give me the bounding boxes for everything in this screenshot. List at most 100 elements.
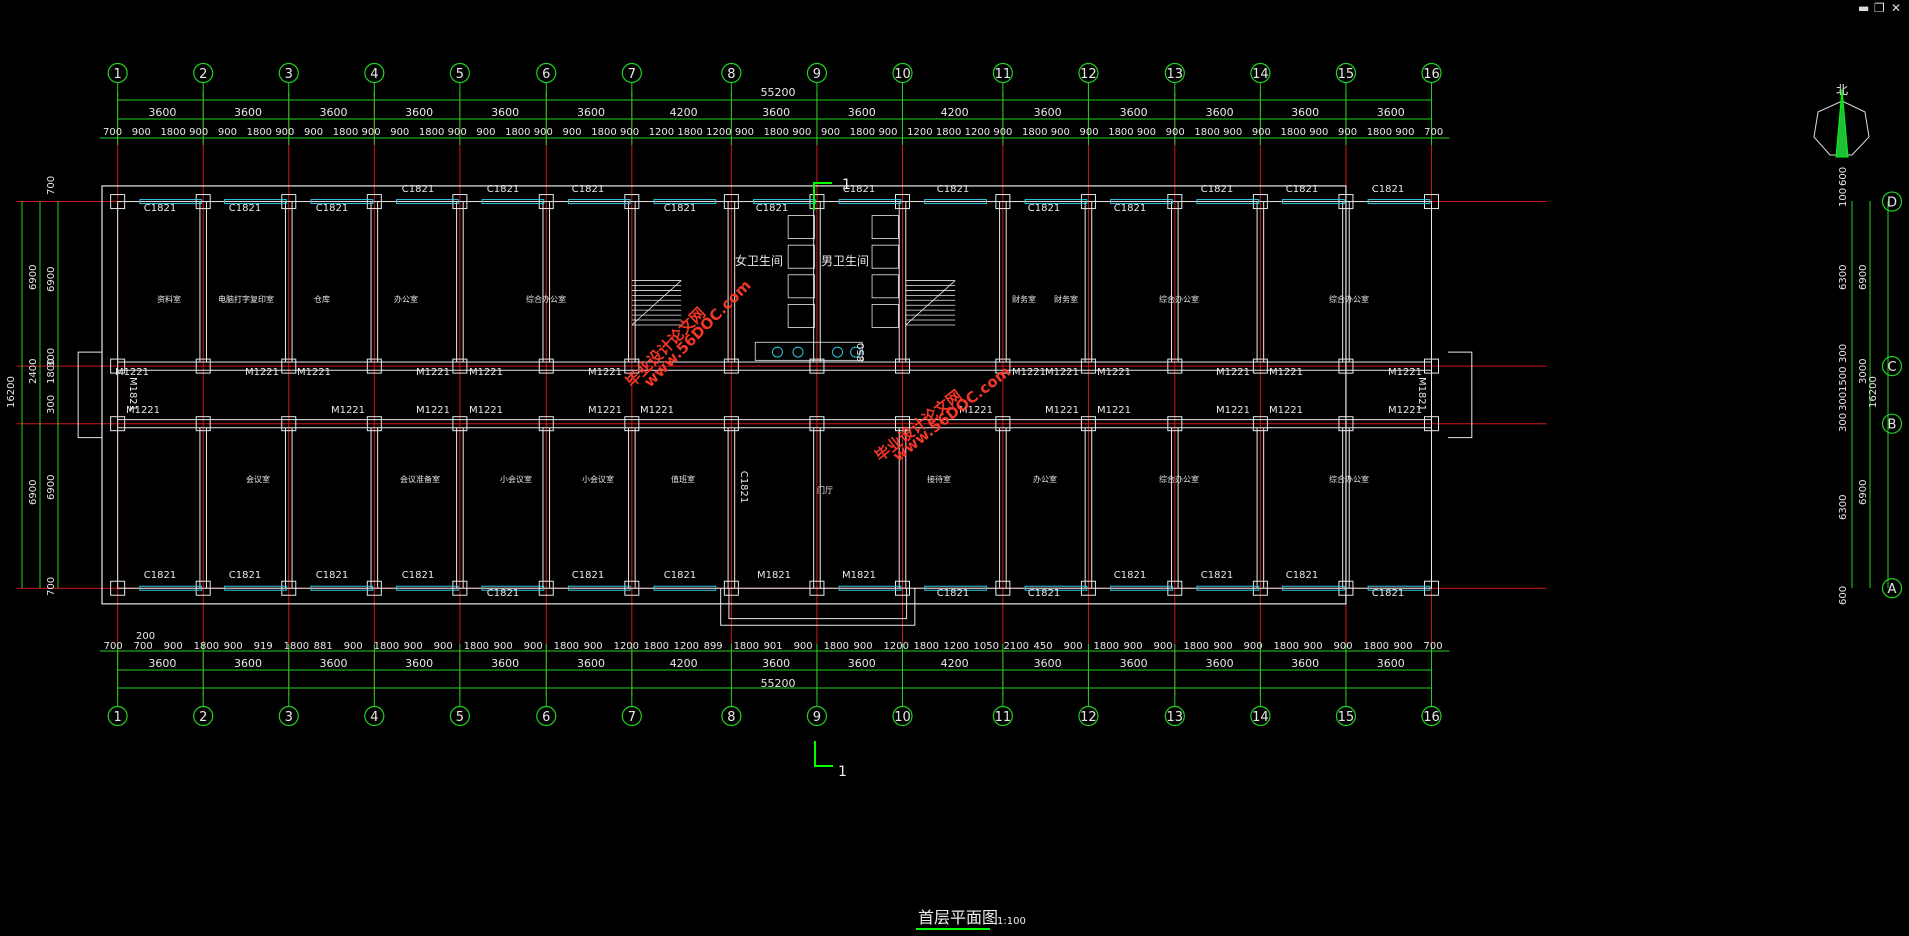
- minimize-button[interactable]: ▬: [1858, 1, 1870, 15]
- door-label: M1221: [1388, 367, 1422, 378]
- axis-bubble-7[interactable]: 7: [621, 694, 642, 727]
- bottom-detail-dim: 700: [1423, 641, 1442, 652]
- axis-bubble-circle: [107, 705, 128, 727]
- axis-bubble-label: 5: [456, 710, 464, 725]
- axis-bubble-6[interactable]: 6: [536, 694, 557, 727]
- bottom-detail-dim: 900: [1334, 641, 1353, 652]
- row-bubble-D[interactable]: D: [1881, 191, 1903, 212]
- bottom-detail-dim: 1050: [974, 641, 999, 652]
- axis-bubble-8[interactable]: 8: [721, 62, 742, 97]
- axis-bubble-circle: [278, 62, 299, 84]
- axis-bubble-11[interactable]: 11: [992, 62, 1013, 97]
- axis-bubble-label: 14: [1252, 710, 1269, 725]
- axis-bubble-10[interactable]: 10: [892, 62, 913, 97]
- section-mark-bottom-label: 1: [838, 764, 847, 780]
- axis-bubble-15[interactable]: 15: [1335, 694, 1357, 727]
- axis-bubble-circle: [1421, 705, 1442, 727]
- toilet-stall-f-2: [787, 274, 815, 299]
- axis-bubble-13[interactable]: 13: [1164, 694, 1185, 727]
- axis-bubble-label: 6: [542, 67, 550, 82]
- room-label: 仓库: [314, 294, 330, 304]
- axis-bubble-3[interactable]: 3: [278, 62, 299, 97]
- top-bay-dim: 3600: [148, 106, 176, 119]
- axis-bubbles[interactable]: 1122334455667788991010111112121313141415…: [107, 62, 1903, 727]
- top-detail-dim: 1800: [505, 127, 530, 138]
- window-label: C1821: [1114, 203, 1146, 214]
- drawing-title: 首层平面图 1:100: [916, 908, 1026, 930]
- window-opening-3: [396, 199, 459, 205]
- top-detail-dim: 900: [476, 127, 495, 138]
- door-label: M1221: [588, 367, 622, 378]
- axis-bubble-16[interactable]: 16: [1421, 62, 1442, 97]
- axis-bubble-9[interactable]: 9: [806, 694, 828, 727]
- axis-bubble-3[interactable]: 3: [278, 694, 299, 727]
- axis-bubble-10[interactable]: 10: [892, 694, 913, 727]
- axis-bubble-1[interactable]: 1: [107, 62, 128, 97]
- row-bubble-A[interactable]: A: [1881, 578, 1903, 599]
- axis-bubble-13[interactable]: 13: [1164, 62, 1185, 97]
- restore-button[interactable]: ❐: [1874, 1, 1885, 15]
- axis-bubble-14[interactable]: 14: [1250, 694, 1271, 727]
- bottom-detail-dim: 1200: [614, 641, 639, 652]
- bottom-detail-dim: 1200: [674, 641, 699, 652]
- bottom-detail-dim: 2100: [1004, 641, 1029, 652]
- axis-bubble-circle: [449, 705, 470, 727]
- room-label: 综合办公室: [1329, 294, 1369, 304]
- bottom-detail-dim: 900: [1064, 641, 1083, 652]
- axis-bubble-16[interactable]: 16: [1421, 694, 1442, 727]
- room-label: 门厅: [817, 485, 833, 495]
- close-button[interactable]: ✕: [1891, 1, 1902, 15]
- top-detail-dim: 700: [1424, 127, 1443, 138]
- top-detail-dim: 1800: [1194, 127, 1219, 138]
- window-opening-26: [1196, 585, 1260, 591]
- axis-bubble-7[interactable]: 7: [621, 62, 642, 97]
- window-opening-12: [1196, 199, 1260, 205]
- axis-bubble-4[interactable]: 4: [364, 694, 385, 727]
- bottom-detail-dim: 900: [1394, 641, 1413, 652]
- bottom-detail-dim: 881: [314, 641, 333, 652]
- bottom-bay-dim: 3600: [762, 657, 790, 670]
- top-bay-dim: 3600: [577, 106, 605, 119]
- bottom-detail-dim: 1800: [1184, 641, 1209, 652]
- axis-bubble-circle: [1250, 62, 1271, 84]
- axis-bubble-5[interactable]: 5: [449, 694, 470, 727]
- axis-bubble-12[interactable]: 12: [1078, 62, 1099, 97]
- axis-bubble-2[interactable]: 2: [193, 62, 214, 97]
- axis-bubble-11[interactable]: 11: [992, 694, 1013, 727]
- top-detail-dim: 1800: [1367, 127, 1392, 138]
- axis-bubble-label: 13: [1167, 710, 1184, 725]
- axis-bubble-15[interactable]: 15: [1335, 62, 1357, 97]
- axis-bubble-4[interactable]: 4: [364, 62, 385, 97]
- window-opening-13: [1282, 199, 1345, 205]
- top-detail-dim: 900: [132, 127, 151, 138]
- row-bubble-C[interactable]: C: [1881, 356, 1903, 377]
- top-detail-dim: 1800: [247, 127, 272, 138]
- room-label: 会议准备室: [400, 474, 440, 484]
- column-15-3: [1423, 580, 1439, 596]
- window-opening-8: [838, 199, 902, 205]
- axis-bubble-label: 1: [114, 710, 122, 725]
- axis-bubble-5[interactable]: 5: [449, 62, 470, 97]
- axis-bubble-1[interactable]: 1: [107, 694, 128, 727]
- axis-bubble-8[interactable]: 8: [721, 694, 742, 727]
- top-detail-dim: 900: [993, 127, 1012, 138]
- top-detail-dim: 1800: [591, 127, 616, 138]
- axis-bubble-14[interactable]: 14: [1250, 62, 1271, 97]
- column-10-0: [995, 194, 1011, 210]
- axis-bubble-label: 14: [1252, 67, 1269, 82]
- axis-bubble-12[interactable]: 12: [1078, 694, 1099, 727]
- column-2-0: [281, 194, 297, 210]
- axis-bubble-2[interactable]: 2: [193, 694, 214, 727]
- window-opening-9: [924, 199, 987, 205]
- axis-bubble-6[interactable]: 6: [536, 62, 557, 97]
- right-bay-dim: 6900: [1858, 265, 1869, 290]
- row-bubble-B[interactable]: B: [1881, 413, 1903, 434]
- column-3-1: [366, 358, 382, 374]
- room-label: 值班室: [671, 474, 695, 484]
- axis-bubble-9[interactable]: 9: [806, 62, 828, 97]
- column-15-2: [1423, 416, 1439, 432]
- bottom-detail-dim: 1800: [1364, 641, 1389, 652]
- window-opening-4: [481, 199, 545, 205]
